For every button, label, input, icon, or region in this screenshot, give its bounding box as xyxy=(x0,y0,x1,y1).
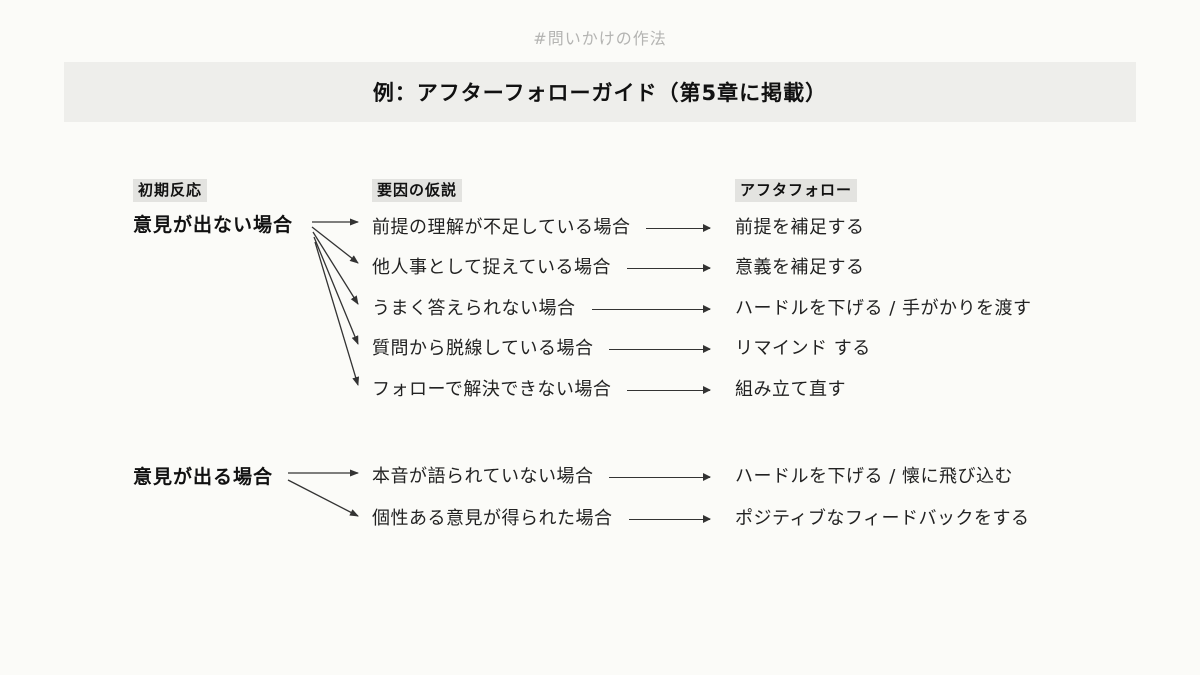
arrow-line xyxy=(287,479,359,517)
followup-text: ポジティブなフィードバックをする xyxy=(735,508,1030,529)
mapping-row: 質問から脱線している場合 リマインド する xyxy=(372,336,1160,362)
arrow-line xyxy=(311,226,359,264)
slide-title: 例：アフターフォローガイド（第5章に掲載） xyxy=(372,81,828,105)
arrow-right-icon xyxy=(591,304,711,313)
title-bar: 例：アフターフォローガイド（第5章に掲載） xyxy=(64,62,1136,122)
mapping-row: 本音が語られていない場合 ハードルを下げる / 懐に飛び込む xyxy=(372,464,1160,490)
hypothesis-text: 他人事として捉えている場合 xyxy=(372,257,612,278)
arrow-right-icon xyxy=(609,472,711,481)
arrow-right-icon xyxy=(627,263,711,272)
arrow-right-icon xyxy=(609,344,711,353)
followup-text: ハードルを下げる / 手がかりを渡す xyxy=(735,298,1032,319)
group-label-opinion: 意見が出る場合 xyxy=(133,466,274,488)
hypothesis-text: 前提の理解が不足している場合 xyxy=(372,217,631,238)
hashtag-header: #問いかけの作法 xyxy=(533,29,667,48)
group-label-no-opinion: 意見が出ない場合 xyxy=(133,214,294,236)
hypothesis-text: うまく答えられない場合 xyxy=(372,298,576,319)
arrow-line xyxy=(313,236,359,345)
arrow-right-icon xyxy=(627,385,711,394)
arrow-right-icon xyxy=(628,514,711,523)
mapping-row: 他人事として捉えている場合 意義を補足する xyxy=(372,255,1160,281)
arrow-line xyxy=(312,231,359,305)
hypothesis-text: 本音が語られていない場合 xyxy=(372,466,594,487)
column-header-hypothesis: 要因の仮説 xyxy=(372,179,463,202)
followup-text: ハードルを下げる / 懐に飛び込む xyxy=(735,466,1014,487)
mapping-row: うまく答えられない場合 ハードルを下げる / 手がかりを渡す xyxy=(372,296,1160,322)
arrow-line xyxy=(314,241,360,386)
followup-text: 意義を補足する xyxy=(735,257,865,278)
column-header-initial: 初期反応 xyxy=(133,179,208,202)
column-header-followup: アフタフォロー xyxy=(735,179,858,202)
followup-text: 組み立て直す xyxy=(735,379,846,400)
followup-text: 前提を補足する xyxy=(735,217,865,238)
mapping-row: 前提の理解が不足している場合 前提を補足する xyxy=(372,215,1160,241)
hypothesis-text: 個性ある意見が得られた場合 xyxy=(372,508,613,529)
hypothesis-text: フォローで解決できない場合 xyxy=(372,379,612,400)
mapping-row: 個性ある意見が得られた場合 ポジティブなフィードバックをする xyxy=(372,506,1160,532)
mapping-row: フォローで解決できない場合 組み立て直す xyxy=(372,377,1160,403)
followup-text: リマインド する xyxy=(735,338,871,359)
arrow-right-icon xyxy=(646,223,711,232)
hypothesis-text: 質問から脱線している場合 xyxy=(372,338,594,359)
